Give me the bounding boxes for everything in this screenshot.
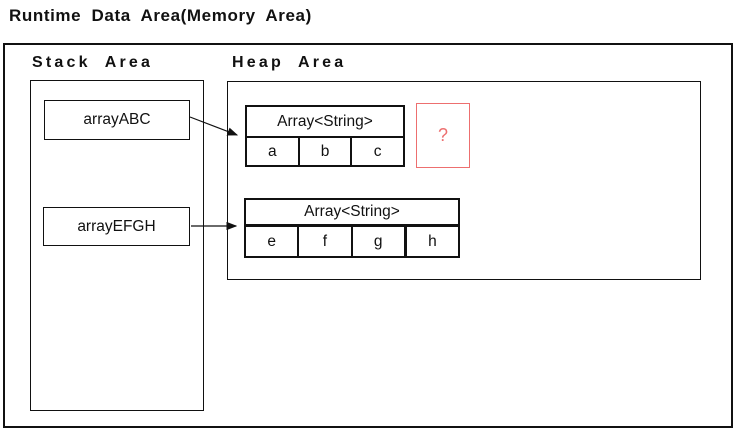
array-cell: a bbox=[247, 138, 300, 165]
heap-array-efgh-table: Array<String> e f g h bbox=[244, 198, 460, 258]
stack-variable-label: arrayABC bbox=[83, 111, 151, 128]
array-cell: f bbox=[299, 227, 353, 256]
unknown-reference-box: ? bbox=[416, 103, 470, 168]
array-type-header: Array<String> bbox=[247, 107, 403, 138]
diagram-title: Runtime Data Area(Memory Area) bbox=[9, 6, 312, 25]
heap-array-abc-table: Array<String> a b c bbox=[245, 105, 405, 167]
question-mark-label: ? bbox=[437, 125, 448, 145]
array-cell: b bbox=[300, 138, 353, 165]
array-cell: c bbox=[373, 142, 382, 160]
array-cell: h bbox=[428, 232, 437, 250]
stack-area-label: Stack Area bbox=[32, 54, 154, 71]
stack-variable-arrayEFGH: arrayEFGH bbox=[43, 207, 190, 246]
array-type-header: Array<String> bbox=[246, 200, 458, 227]
array-cells-row: e f g h bbox=[246, 227, 458, 256]
array-cells-row: a b c bbox=[247, 138, 403, 165]
array-cell: e bbox=[246, 227, 300, 256]
stack-variable-arrayABC: arrayABC bbox=[44, 100, 190, 140]
runtime-data-area-box bbox=[3, 43, 733, 428]
array-cell: g bbox=[353, 227, 407, 256]
stack-variable-label: arrayEFGH bbox=[77, 217, 156, 235]
heap-area-label: Heap Area bbox=[232, 54, 347, 71]
